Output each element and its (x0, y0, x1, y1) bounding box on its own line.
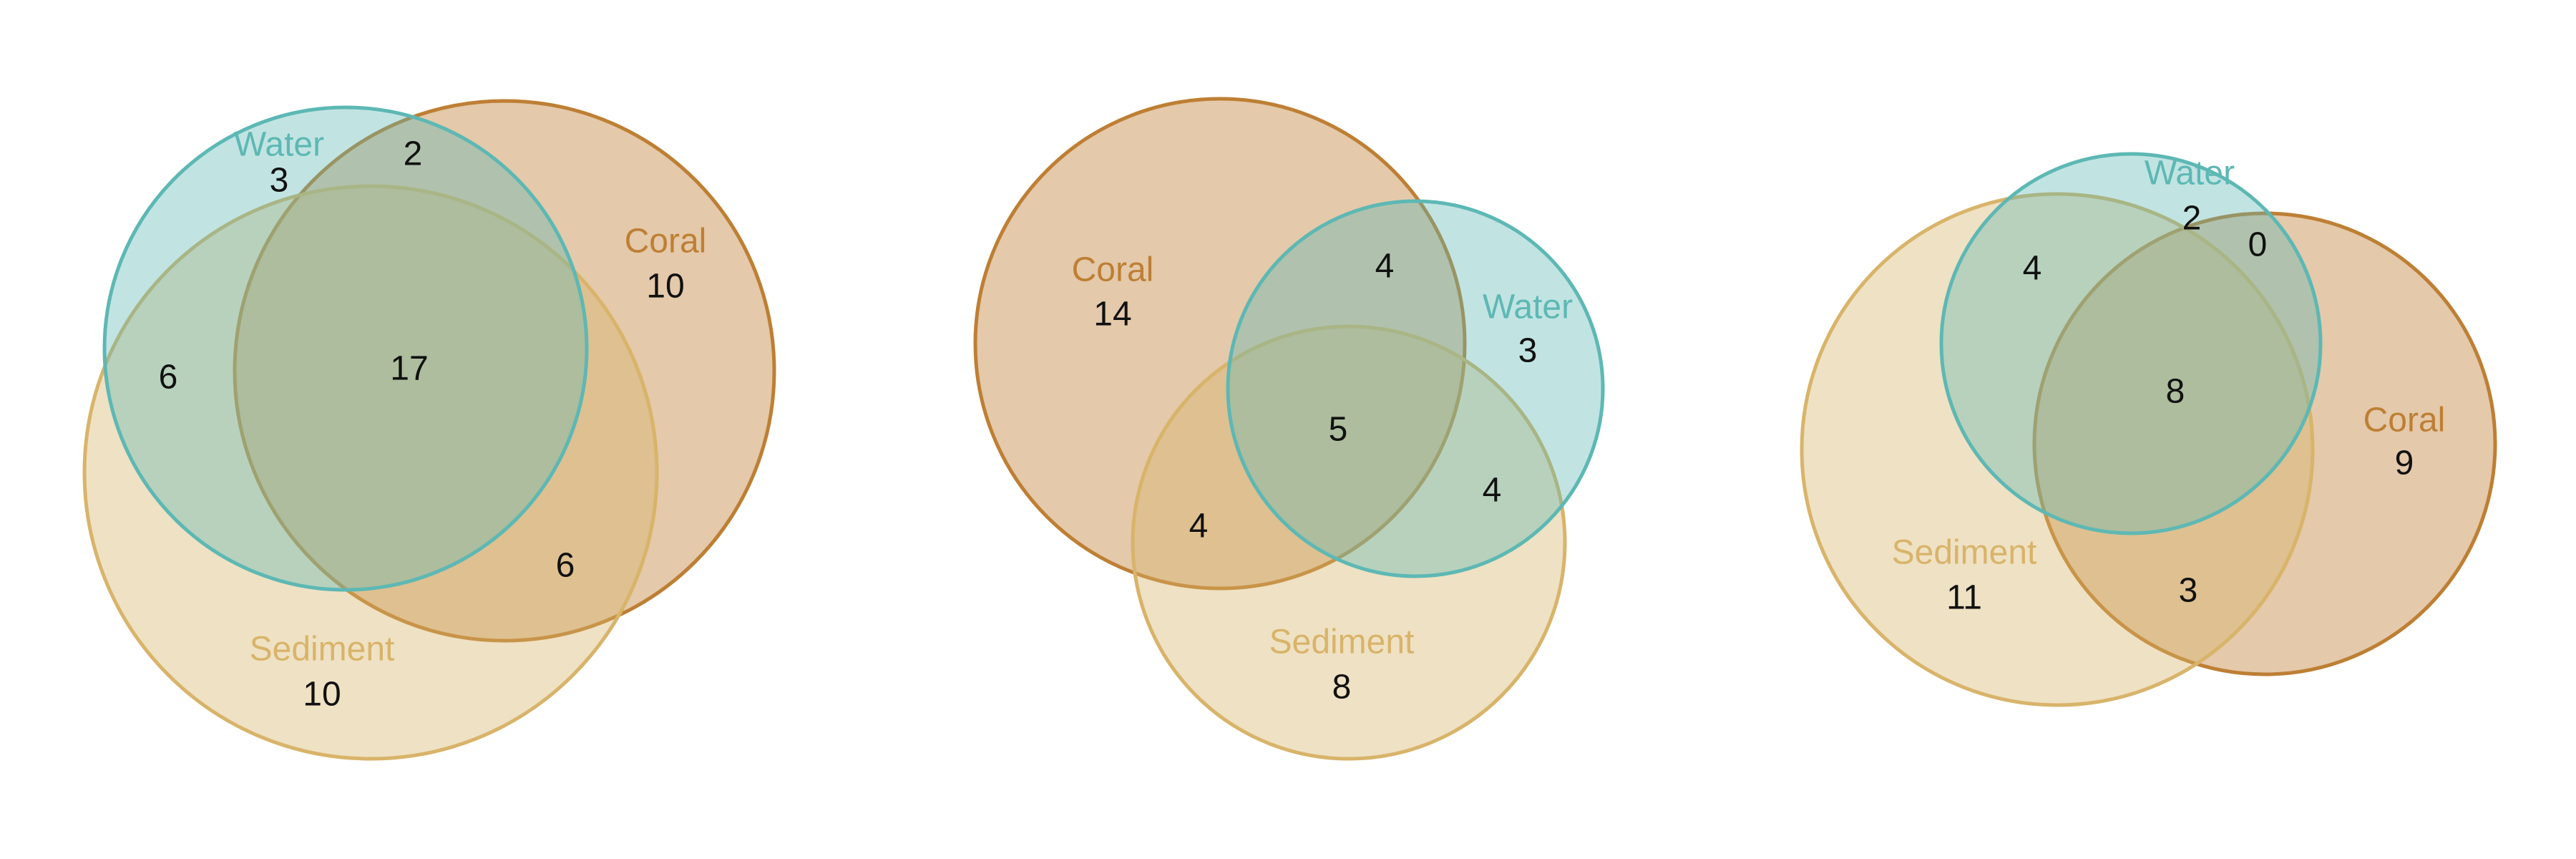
region-count-water-sediment: 4 (2023, 250, 2042, 288)
region-count-water-sediment: 6 (159, 359, 178, 397)
region-count-water-coral: 2 (404, 135, 423, 173)
venn-diagram-2: Coral Water Sediment 14 4 3 5 4 4 8 (973, 97, 1605, 761)
region-count-sediment-only: 10 (303, 676, 341, 714)
region-count-water-only: 3 (270, 162, 289, 200)
region-count-coral-sediment: 4 (1189, 508, 1209, 545)
set-label-sediment: Sediment (1269, 623, 1415, 661)
region-count-all-three: 17 (390, 350, 428, 388)
circle-water (1226, 199, 1605, 578)
circle-coral (233, 99, 776, 643)
set-label-coral: Coral (2363, 402, 2446, 440)
circle-coral (2032, 211, 2497, 676)
set-label-sediment: Sediment (250, 631, 395, 669)
circle-sediment (1131, 324, 1567, 761)
circle-sediment (1800, 192, 2315, 707)
region-count-sediment-only: 11 (1946, 579, 1982, 617)
region-count-water-only: 3 (1518, 332, 1538, 370)
region-count-coral-only: 14 (1093, 296, 1131, 334)
set-label-water: Water (2145, 155, 2235, 193)
region-count-water-sediment: 4 (1483, 472, 1502, 510)
circle-sediment (82, 184, 659, 761)
set-label-coral: Coral (625, 223, 707, 261)
venn-diagram-1: Water Coral Sediment 3 2 10 6 17 6 10 (82, 99, 776, 761)
set-label-sediment: Sediment (1892, 534, 2037, 572)
region-count-coral-only: 10 (646, 268, 684, 306)
region-count-coral-only: 9 (2395, 445, 2414, 482)
region-count-all-three: 5 (1329, 411, 1348, 449)
circle-coral (973, 97, 1467, 591)
region-count-sediment-only: 8 (1332, 669, 1352, 707)
set-label-water: Water (234, 126, 324, 164)
region-count-water-coral: 2 (2182, 200, 2202, 238)
set-label-water: Water (1483, 288, 1573, 326)
set-label-coral: Coral (1072, 251, 1154, 289)
region-count-coral-sediment: 3 (2179, 572, 2198, 610)
circle-water (1939, 152, 2323, 535)
region-count-all-three: 8 (2166, 373, 2185, 411)
circle-water (102, 105, 589, 592)
region-count-coral-sediment: 6 (556, 547, 575, 585)
region-count-water-only: 0 (2248, 226, 2268, 264)
venn-diagram-3: Water Coral Sediment 2 0 4 8 9 3 11 (1800, 152, 2497, 707)
region-count-coral-water: 4 (1375, 248, 1395, 286)
